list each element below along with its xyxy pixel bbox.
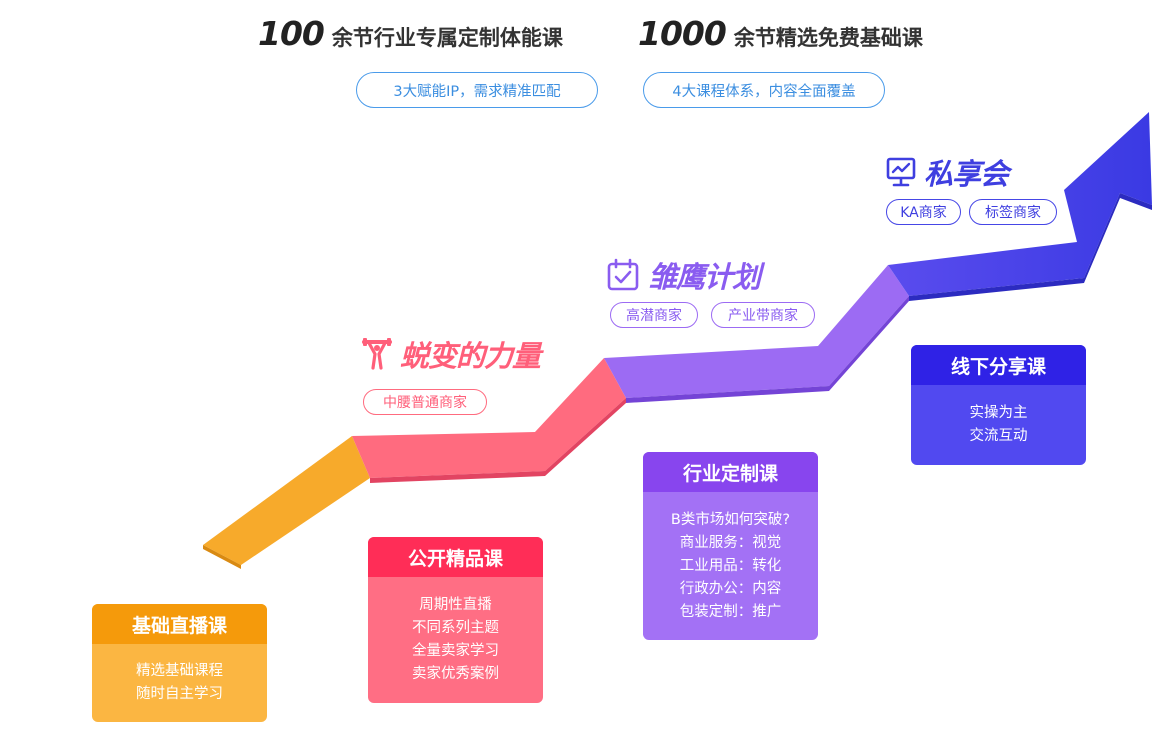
tag-industrial-belt: 产业带商家	[711, 302, 815, 328]
card-industry-custom: 行业定制课 B类市场如何突破? 商业服务：视觉 工业用品：转化 行政办公：内容 …	[643, 452, 818, 640]
headline-left-number: 100	[258, 14, 325, 53]
headline-left-text: 余节行业专属定制体能课	[331, 26, 563, 50]
card-line: 全量卖家学习	[412, 643, 499, 659]
card-line: 商业服务：视觉	[679, 534, 782, 551]
headline-right-number: 1000	[638, 14, 727, 53]
tag-ka-merchant: KA商家	[886, 199, 961, 225]
arrow-segment-blue	[888, 112, 1152, 296]
weightlifter-icon	[360, 337, 394, 371]
arrow-segment-purple-edge	[626, 296, 909, 403]
card-open-premium-title: 公开精品课	[368, 537, 543, 577]
tag-mid-merchant: 中腰普通商家	[363, 389, 487, 415]
stage-transform-title: 蜕变的力量	[360, 333, 541, 375]
card-industry-custom-title: 行业定制课	[643, 452, 818, 492]
card-line: 不同系列主题	[412, 620, 499, 636]
stage-private-title: 私享会	[886, 151, 1009, 193]
card-line: 交流互动	[969, 428, 1028, 444]
card-line: 随时自主学习	[136, 686, 223, 702]
card-industry-custom-body: B类市场如何突破? 商业服务：视觉 工业用品：转化 行政办公：内容 包装定制：推…	[643, 492, 818, 640]
stage-eagle-title: 雏鹰计划	[606, 254, 761, 296]
card-line: 卖家优秀案例	[412, 666, 499, 682]
card-offline-share-body: 实操为主 交流互动	[911, 385, 1086, 465]
card-basic-live-title: 基础直播课	[92, 604, 267, 644]
card-offline-share-title: 线下分享课	[911, 345, 1086, 385]
headline-left: 100 余节行业专属定制体能课	[258, 14, 563, 54]
card-line: 行政办公：内容	[679, 580, 782, 597]
pill-right: 4大课程体系，内容全面覆盖	[643, 72, 885, 108]
arrow-segment-pink	[352, 358, 626, 478]
headline-right: 1000 余节精选免费基础课	[638, 14, 923, 54]
stage-private-label: 私享会	[924, 157, 1009, 191]
card-line: 工业用品：转化	[679, 557, 782, 574]
arrow-segment-purple	[604, 265, 909, 398]
chart-board-icon	[886, 156, 916, 188]
card-line: 实操为主	[969, 405, 1028, 421]
tag-label-merchant: 标签商家	[969, 199, 1057, 225]
card-open-premium: 公开精品课 周期性直播 不同系列主题 全量卖家学习 卖家优秀案例	[368, 537, 543, 703]
headline-right-text: 余节精选免费基础课	[733, 26, 923, 50]
stage-transform-label: 蜕变的力量	[400, 339, 541, 373]
card-open-premium-body: 周期性直播 不同系列主题 全量卖家学习 卖家优秀案例	[368, 577, 543, 703]
stage-eagle-label: 雏鹰计划	[648, 260, 761, 294]
tag-high-potential: 高潜商家	[610, 302, 698, 328]
calendar-check-icon	[606, 258, 640, 292]
card-offline-share: 线下分享课 实操为主 交流互动	[911, 345, 1086, 465]
card-line: 包装定制：推广	[679, 603, 782, 620]
card-basic-live-body: 精选基础课程 随时自主学习	[92, 644, 267, 722]
card-line: 周期性直播	[419, 597, 492, 613]
card-line: 精选基础课程	[136, 663, 223, 679]
arrow-segment-orange	[203, 436, 370, 565]
card-basic-live: 基础直播课 精选基础课程 随时自主学习	[92, 604, 267, 722]
arrow-segment-orange-edge	[203, 545, 241, 569]
pill-left: 3大赋能IP，需求精准匹配	[356, 72, 598, 108]
card-line: B类市场如何突破?	[670, 511, 791, 528]
